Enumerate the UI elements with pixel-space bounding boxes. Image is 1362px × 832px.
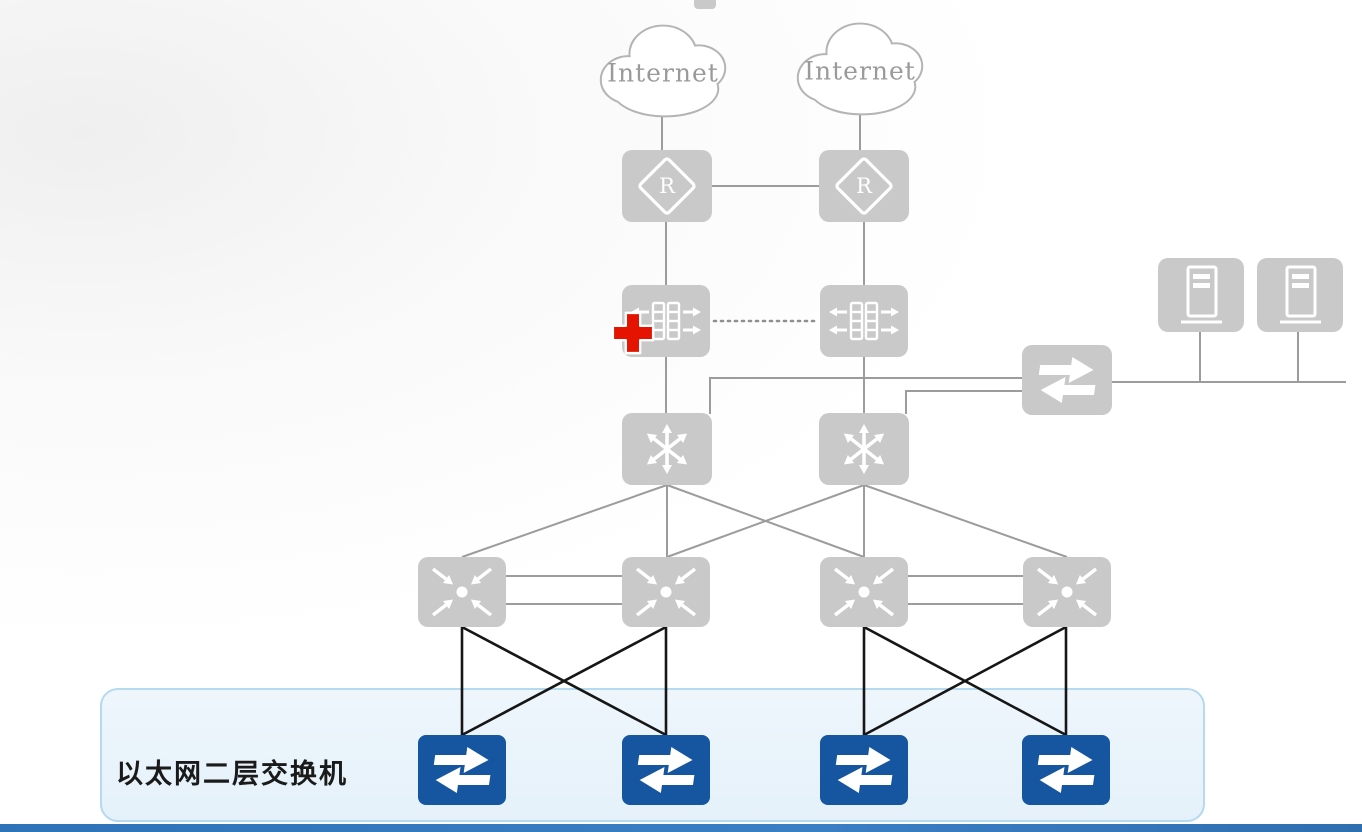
top-notch [694, 0, 716, 9]
firewall-icon-2 [820, 285, 908, 357]
router-letter: R [659, 174, 675, 198]
router-icon-1: R [622, 150, 712, 222]
access-switch-icon-3 [820, 735, 908, 805]
tower-server-icon [1158, 258, 1244, 332]
lan-switch-icon [1022, 345, 1112, 415]
converging-arrows-icon [1023, 557, 1111, 627]
access-layer-label: 以太网二层交换机 [116, 759, 348, 789]
server-links [1112, 332, 1346, 383]
firewall-glyph-icon [820, 285, 908, 357]
core-switch-icon-1 [622, 413, 712, 485]
router-letter: R [856, 174, 872, 198]
internet-label: Internet [607, 58, 719, 88]
bottom-accent-bar [0, 824, 1362, 832]
server-icon-2 [1257, 258, 1343, 332]
access-switch-icon-2 [622, 735, 710, 805]
double-arrows-icon [1022, 345, 1112, 415]
router-icon-2: R [819, 150, 909, 222]
internet-cloud-1: Internet [584, 14, 742, 124]
radiating-arrows-icon [622, 413, 712, 485]
internet-cloud-2: Internet [781, 12, 939, 122]
aggregation-to-access-links [460, 625, 1068, 737]
converging-arrows-icon [622, 557, 710, 627]
core-switch-icon-2 [819, 413, 909, 485]
aggregation-switch-icon-1 [418, 557, 506, 627]
server-icon-1 [1158, 258, 1244, 332]
converging-arrows-icon [820, 557, 908, 627]
access-switch-icon-1 [418, 735, 506, 805]
double-arrows-icon [820, 735, 908, 805]
tower-server-icon [1257, 258, 1343, 332]
core-uplinks [665, 357, 1050, 414]
converging-arrows-icon [418, 557, 506, 627]
internet-label: Internet [804, 56, 916, 86]
core-to-aggregation-links [461, 484, 1068, 605]
radiating-arrows-icon [819, 413, 909, 485]
aggregation-switch-icon-2 [622, 557, 710, 627]
double-arrows-icon [418, 735, 506, 805]
red-cross-icon [610, 310, 656, 356]
double-arrows-icon [1022, 735, 1110, 805]
aggregation-switch-icon-3 [820, 557, 908, 627]
access-switch-icon-4 [1022, 735, 1110, 805]
wan-links [661, 114, 865, 287]
aggregation-switch-icon-4 [1023, 557, 1111, 627]
double-arrows-icon [622, 735, 710, 805]
failure-cross-icon [610, 310, 656, 356]
